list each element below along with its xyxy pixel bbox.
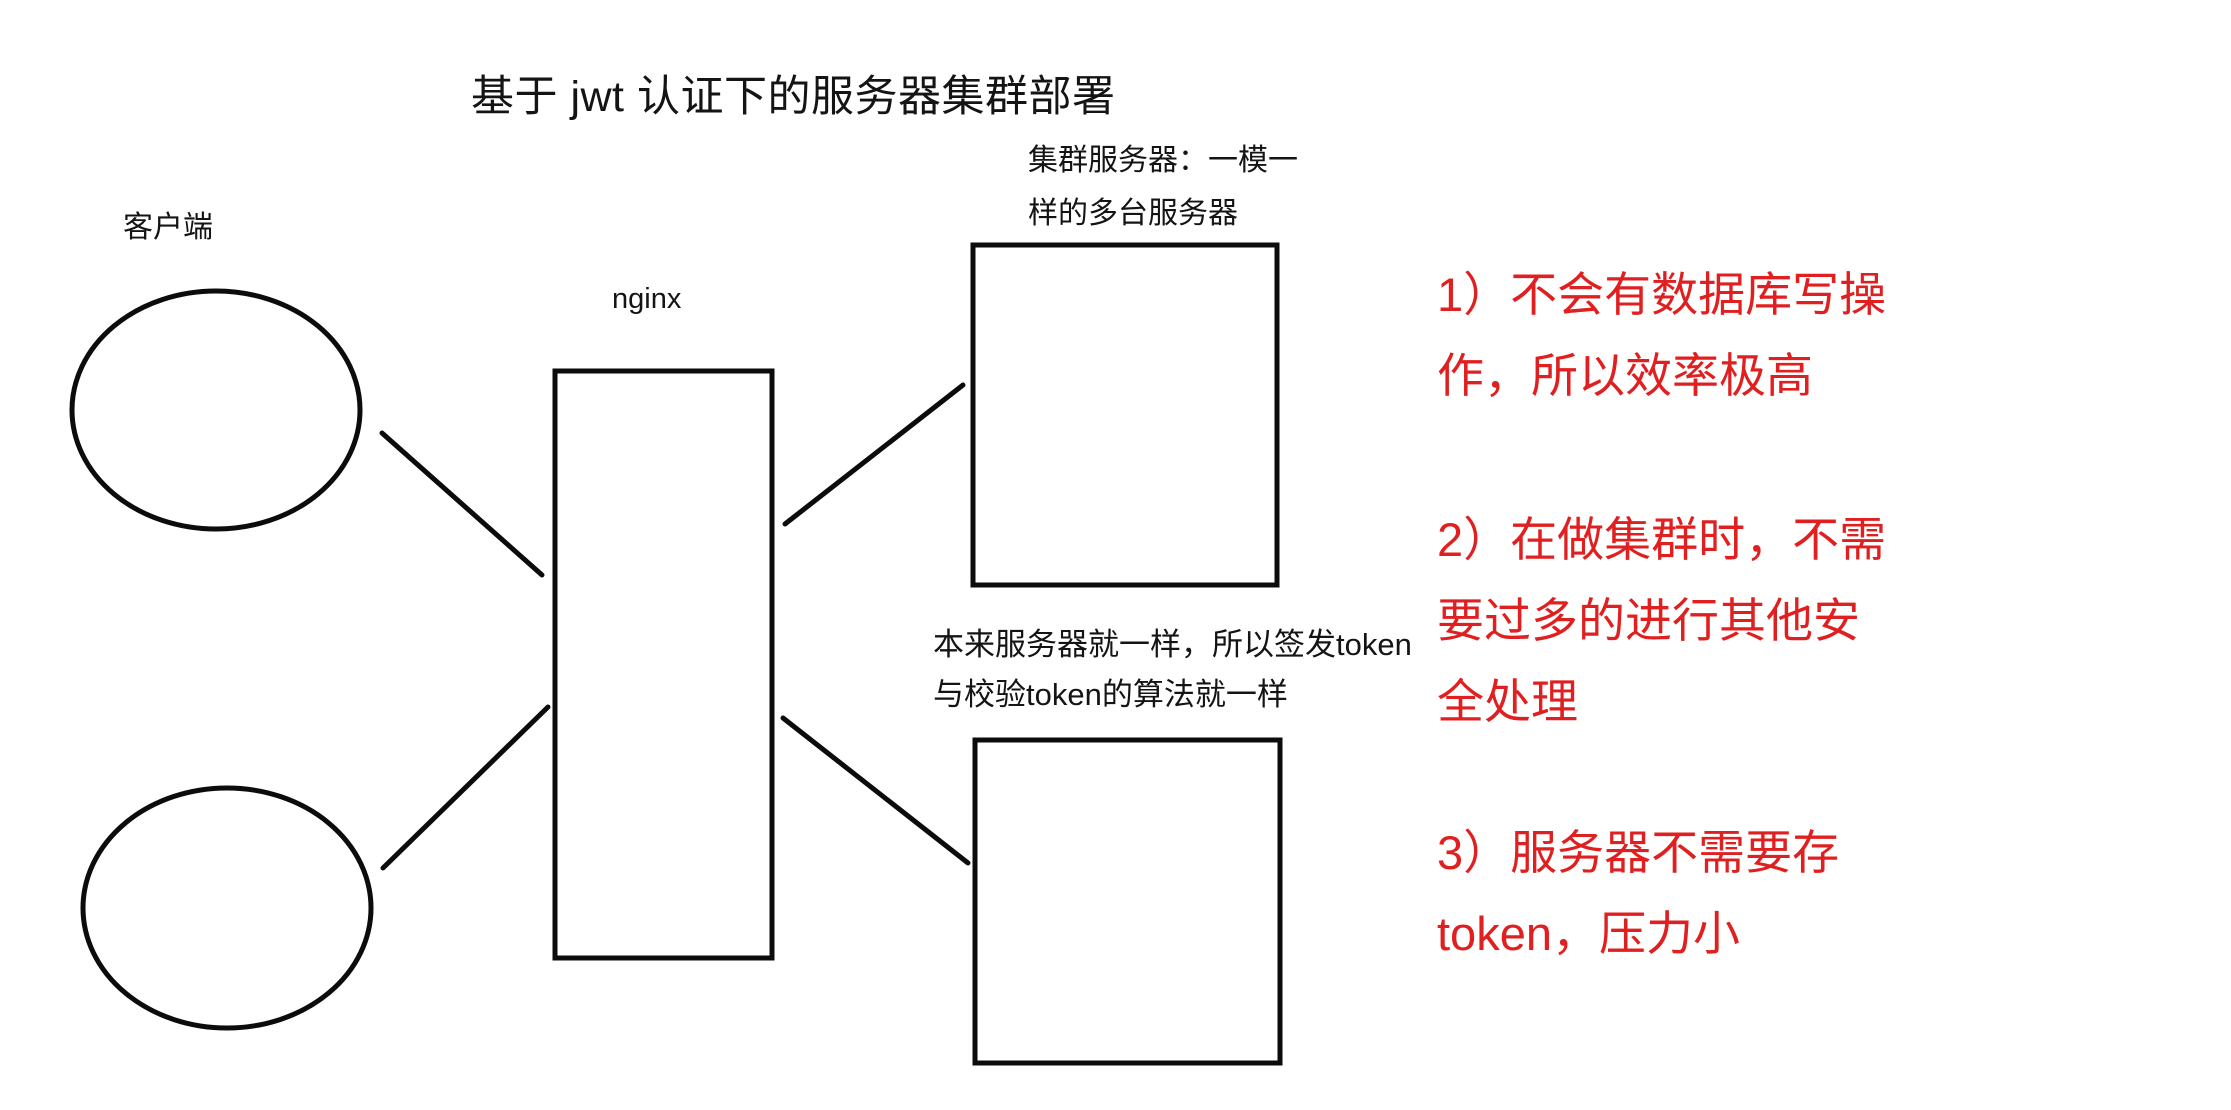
note-cluster-security-line2: 要过多的进行其他安 <box>1437 594 1860 647</box>
server-box-top <box>970 242 1280 588</box>
note-cluster-security-line1: 2）在做集群时，不需 <box>1437 513 1887 566</box>
cluster-server-label-line1: 集群服务器：一模一 <box>1028 144 1298 177</box>
diagram-title: 基于 jwt 认证下的服务器集群部署 <box>471 73 1116 121</box>
token-algorithm-label-line1: 本来服务器就一样，所以签发token <box>933 627 1412 662</box>
note-no-token-storage: 3）服务器不需要存 token，压力小 <box>1437 812 1839 974</box>
token-algorithm-label-line2: 与校验token的算法就一样 <box>933 677 1288 712</box>
token-algorithm-label: 本来服务器就一样，所以签发token 与校验token的算法就一样 <box>933 620 1412 720</box>
client-label: 客户端 <box>123 211 213 244</box>
note-cluster-security-line3: 全处理 <box>1437 675 1578 728</box>
connector-nginx-to-server-top <box>782 382 966 527</box>
client-circle-bottom <box>80 785 374 1031</box>
note-cluster-security: 2）在做集群时，不需 要过多的进行其他安 全处理 <box>1437 499 1886 742</box>
client-circle-top <box>69 288 363 532</box>
cluster-server-label: 集群服务器：一模一 样的多台服务器 <box>1028 134 1298 240</box>
connector-client-bottom-to-nginx <box>380 704 551 871</box>
connector-nginx-to-server-bottom <box>780 715 971 866</box>
note-no-token-storage-line2: token，压力小 <box>1437 907 1740 960</box>
note-no-db-write: 1）不会有数据库写操 作，所以效率极高 <box>1437 254 1886 416</box>
nginx-label: nginx <box>612 283 682 315</box>
note-no-db-write-line1: 1）不会有数据库写操 <box>1437 268 1887 321</box>
server-box-bottom <box>972 737 1283 1066</box>
note-no-db-write-line2: 作，所以效率极高 <box>1437 349 1813 402</box>
connector-client-top-to-nginx <box>379 430 545 578</box>
note-no-token-storage-line1: 3）服务器不需要存 <box>1437 826 1840 879</box>
cluster-server-label-line2: 样的多台服务器 <box>1028 197 1238 230</box>
nginx-box <box>552 368 775 961</box>
